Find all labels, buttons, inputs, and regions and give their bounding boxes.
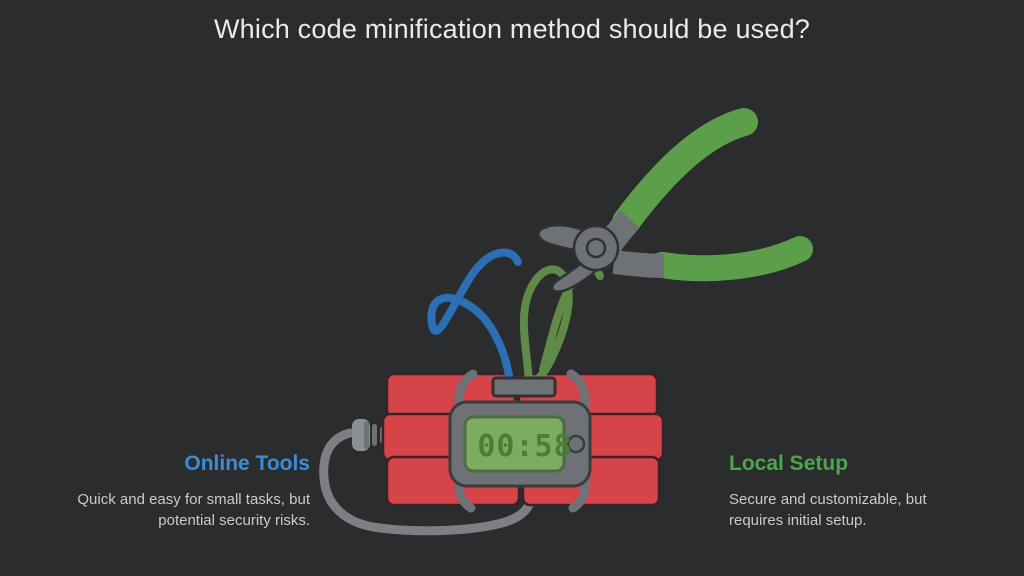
pliers-handle-lower[interactable]	[649, 236, 813, 282]
option-right-description: Secure and customizable, but requires in…	[729, 491, 927, 530]
dynamite-stick-top-right	[517, 372, 659, 419]
fuse-connector-ring-1	[364, 421, 369, 449]
pliers-pivot-bolt	[585, 237, 607, 259]
timer-display-value: 00:58	[477, 429, 573, 464]
fuse-connector-body	[352, 419, 370, 451]
connector-block-body	[491, 376, 557, 398]
option-left-description: Quick and easy for small tasks, but pote…	[77, 491, 310, 530]
fuse-connector-ring-3	[380, 427, 384, 443]
dynamite-stick-bottom-right	[521, 455, 661, 507]
option-right: Local Setup Secure and customizable, but…	[729, 452, 979, 532]
option-left: Online Tools Quick and easy for small ta…	[60, 452, 310, 532]
wires-group	[427, 248, 604, 386]
fuse-connector-ring-2	[372, 424, 377, 446]
pliers-handle-upper[interactable]	[612, 108, 758, 236]
green-wire[interactable]	[519, 265, 573, 386]
dynamite-stick-top-left	[385, 372, 517, 419]
pliers-shank-upper	[593, 210, 640, 260]
pliers-jaw-lower	[551, 248, 606, 293]
pliers-pivot-head	[572, 224, 620, 272]
blue-wire[interactable]	[427, 248, 522, 386]
option-left-heading: Online Tools	[184, 452, 310, 475]
wire-cutter-pliers[interactable]	[537, 108, 813, 293]
dynamite-stick-bottom-left	[385, 455, 521, 507]
pliers-jaw-upper	[537, 224, 598, 254]
wire-connector-block	[491, 376, 557, 398]
green-wire-upper-arm[interactable]	[539, 264, 604, 374]
option-right-heading: Local Setup	[729, 452, 849, 475]
pliers-shank-lower	[612, 250, 665, 278]
page-title: Which code minification method should be…	[213, 14, 811, 44]
